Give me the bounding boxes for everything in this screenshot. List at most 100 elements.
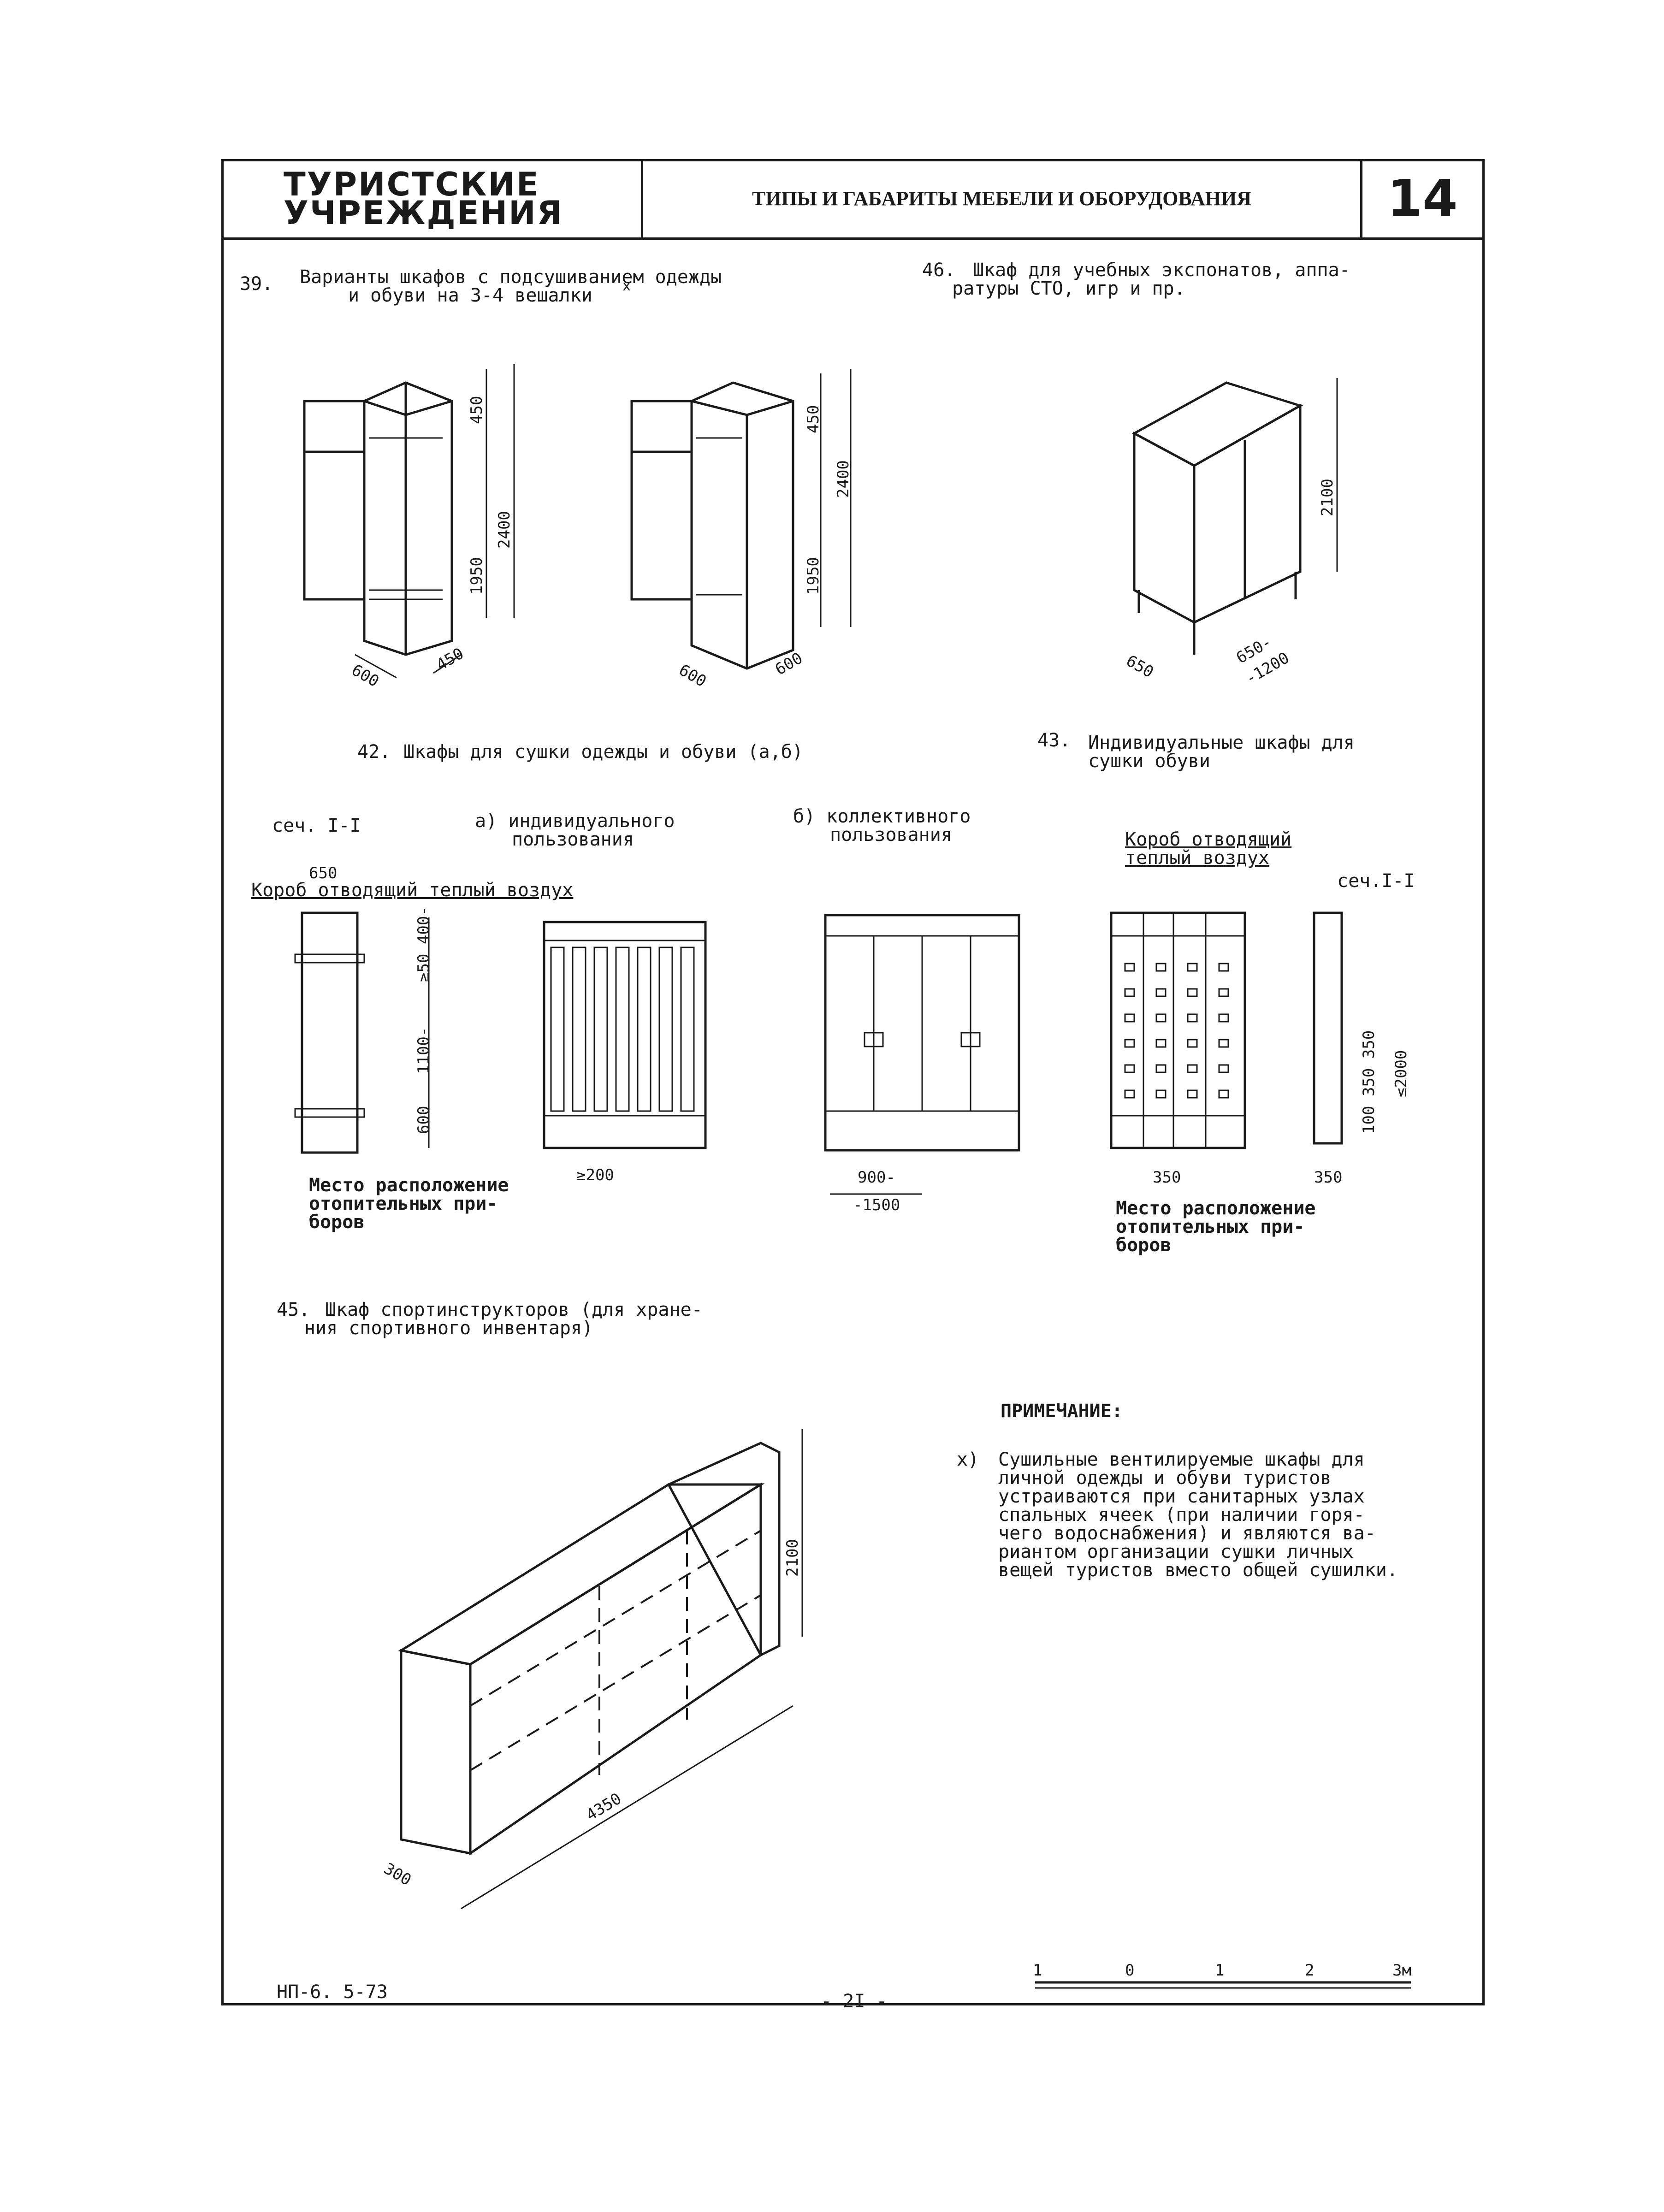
item43-heater-line3: боров	[1116, 1235, 1172, 1256]
shoe-cell-handle	[1187, 1089, 1198, 1099]
locker-strip	[680, 946, 695, 1112]
note-line: спальных ячеек (при наличии горя-	[998, 1504, 1365, 1526]
shoe-cell-handle	[1124, 1064, 1135, 1073]
item45-caption-line2: ния спортивного инвентаря)	[304, 1318, 593, 1339]
note-line: личной одежды и обуви туристов	[998, 1467, 1332, 1489]
locker-strip	[593, 946, 608, 1112]
dim-39b-600: 600	[676, 661, 710, 691]
item46-caption-line2: ратуры СТО, игр и пр.	[952, 278, 1185, 299]
note-line: вещей туристов вместо общей сушилки.	[998, 1560, 1398, 1581]
cabinet-39b-door	[630, 400, 693, 601]
shoe-cell-handle	[1155, 963, 1167, 972]
title-block: ТУРИСТСКИЕ УЧРЕЖДЕНИЯ ТИПЫ И ГАБАРИТЫ МЕ…	[221, 159, 1485, 240]
locker-strip	[637, 946, 651, 1112]
cabinet-39b-drawing: 450 1950 2400 600 600	[630, 369, 853, 691]
item46-caption-line1: Шкаф для учебных экспонатов, аппа-	[973, 260, 1350, 281]
cabinet-39a-door	[303, 400, 366, 601]
shoe-cell-handle	[1218, 963, 1229, 972]
dim-46-2100: 2100	[1318, 479, 1337, 516]
dim-42-400: ≥50 400-	[415, 906, 433, 982]
dim-39a-450: 450	[468, 396, 486, 424]
dim-39a-1950: 1950	[468, 557, 486, 595]
shoe-cell-handle	[1218, 988, 1229, 997]
shoe-cell-handle	[1124, 1039, 1135, 1048]
section-42-drawing: ≥50 400- 1100- 600 650	[294, 864, 433, 1154]
item42-heater-line1: Место расположение	[309, 1175, 509, 1196]
shoe-cell-handle	[1187, 1039, 1198, 1048]
shoe-cell-handle	[1124, 1089, 1135, 1099]
shoe-cell-handle	[1124, 988, 1135, 997]
dim-42-650: 650	[309, 864, 337, 882]
item45-number: 45.	[277, 1299, 310, 1320]
shoe-cell-handle	[1187, 988, 1198, 997]
footer-page-number: - 2I -	[821, 1991, 888, 2012]
dim-39b-1950: 1950	[804, 557, 823, 595]
item42-caption: Шкафы для сушки одежды и обуви (а,б)	[403, 741, 803, 763]
title-line-2: УЧРЕЖДЕНИЯ	[284, 194, 563, 232]
shoe-cell-handle	[1124, 963, 1135, 972]
item42-heater-line2: отопительных при-	[309, 1193, 498, 1214]
item42-heater-line3: боров	[309, 1212, 365, 1233]
item43-duct-line1: Короб отводящий	[1125, 829, 1292, 850]
shoe-cell-handle	[1218, 1013, 1229, 1023]
sheet-frame	[221, 159, 1485, 2005]
title-line-1: ТУРИСТСКИЕ	[284, 166, 540, 203]
scale-label-1a: 1	[1033, 1961, 1042, 1980]
shoe-cell-handle	[1187, 1064, 1198, 1073]
item42-variant-a-line1: а) индивидуального	[475, 810, 675, 832]
item42-variant-b-line2: пользования	[830, 824, 952, 846]
dim-42b-1500: -1500	[853, 1196, 900, 1214]
item39-caption-line1: Варианты шкафов с подсушиванием одежды	[300, 266, 722, 288]
note-line: Сушильные вентилируемые шкафы для	[998, 1449, 1365, 1470]
note-line: чего водоснабжения) и являются ва-	[998, 1523, 1376, 1544]
dim-39b-600b: 600	[772, 649, 806, 679]
cabinet-46-drawing: 2100 650 650- -1200	[1123, 378, 1338, 688]
shoe-cell-handle	[1218, 1039, 1229, 1048]
shoe-cell-handle	[1218, 1089, 1229, 1099]
item39-number: 39.	[240, 273, 273, 295]
item43-duct-line2: теплый воздух	[1125, 847, 1270, 869]
item43-section-label: сеч.I-I	[1337, 870, 1415, 892]
dim-43-stack: 100 350 350	[1360, 1030, 1378, 1134]
note-line: устраиваются при санитарных узлах	[998, 1486, 1365, 1507]
shoe-cell-handle	[1218, 1064, 1229, 1073]
dim-42b-900: 900-	[858, 1168, 895, 1187]
scale-label-0: 0	[1125, 1961, 1134, 1980]
item43-number: 43.	[1037, 730, 1071, 751]
item43-caption-line2: сушки обуви	[1088, 751, 1210, 772]
dim-45-4350: 4350	[583, 1789, 625, 1824]
item43-caption-line1: Индивидуальные шкафы для	[1088, 732, 1355, 753]
cabinet-39a-drawing: 450 1950 2400 600 450	[303, 364, 515, 691]
shoe-cell-handle	[1155, 1064, 1167, 1073]
item45-caption-line1: Шкаф спортинструкторов (для хране-	[325, 1299, 703, 1320]
cabinet-42b-front: 900- -1500	[824, 914, 1020, 1214]
item46-number: 46.	[922, 260, 956, 281]
shoe-cell-handle	[1124, 1013, 1135, 1023]
cabinet-42a-front: ≥200	[543, 921, 707, 1184]
note-line: риантом организации сушки личных	[998, 1541, 1354, 1562]
locker-strip	[615, 946, 630, 1112]
item42-variant-a-line2: пользования	[512, 829, 634, 850]
section-42-body	[301, 911, 359, 1154]
locker-strip	[550, 946, 565, 1112]
cabinet-39a-body	[363, 381, 453, 656]
cabinet-43-front: 350 350 100 350 350 ≤2000	[1110, 911, 1410, 1187]
note-marker: х)	[957, 1449, 979, 1470]
item42-duct-label: Короб отводящий теплый воздух	[251, 880, 574, 901]
dim-39a-600: 600	[349, 661, 382, 691]
locker-strip	[572, 946, 586, 1112]
dim-39b-2400: 2400	[834, 460, 853, 498]
dim-42-1100: 1100-	[415, 1027, 433, 1074]
shoe-cell-handle	[1187, 1013, 1198, 1023]
item43-heater-line1: Место расположение	[1116, 1198, 1316, 1219]
item42-variant-b-line1: б) коллективного	[793, 806, 971, 827]
locker-strip	[658, 946, 673, 1112]
shoe-cell-handle	[1155, 1013, 1167, 1023]
scale-label-1: 1	[1215, 1961, 1224, 1980]
sheet-number: 14	[1387, 169, 1458, 228]
item42-number: 42.	[357, 741, 391, 763]
dim-39a-2400: 2400	[495, 511, 514, 549]
dim-45-2100: 2100	[783, 1539, 802, 1577]
title-left-cell: ТУРИСТСКИЕ УЧРЕЖДЕНИЯ	[221, 159, 643, 237]
